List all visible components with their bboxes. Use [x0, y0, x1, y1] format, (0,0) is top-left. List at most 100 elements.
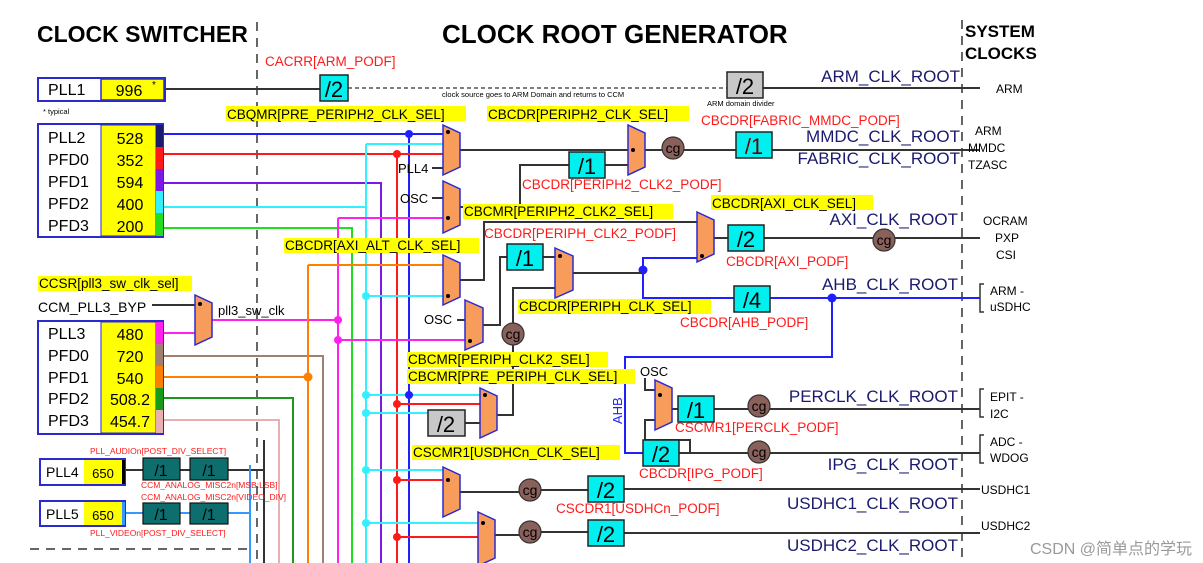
podf-periph2-clk2: CBCDR[PERIPH2_CLK2_PODF]: [522, 177, 722, 192]
fabric-mmdc-divider: /1: [745, 134, 763, 159]
cg-axi: cg: [877, 232, 892, 248]
cg-perclk: cg: [752, 398, 767, 414]
sel-axi: CBCDR[AXI_CLK_SEL]: [712, 196, 856, 211]
podf-usdhc: CSCDR1[USDHCn_PODF]: [556, 501, 720, 516]
usdhc1-divider: /2: [597, 478, 615, 503]
pll4-div2: /1: [202, 463, 215, 480]
periph2-mux: [627, 123, 646, 177]
pll2-pfd0-name: PFD0: [48, 152, 89, 169]
root-axi: AXI_CLK_ROOT: [830, 210, 959, 229]
root-ahb: AHB_CLK_ROOT: [822, 275, 958, 294]
sys-usdhc2: USDHC2: [981, 519, 1031, 533]
ahb-divider: /4: [743, 288, 761, 313]
pll5-block: CCM_ANALOG_MISC2n[VIDEO_DIV] PLL5 650 /1…: [39, 492, 286, 538]
pll3-name: PLL3: [48, 326, 85, 343]
pll3-pfd0-name: PFD0: [48, 348, 89, 365]
pll5-name: PLL5: [46, 506, 79, 522]
pll2-pfd0-value: 352: [117, 153, 144, 170]
heading-clock-switcher: CLOCK SWITCHER: [37, 21, 248, 47]
osc-input-label-1: OSC: [400, 191, 428, 206]
pll4-input-label: PLL4: [398, 161, 428, 176]
pll2-pfd1-value: 594: [117, 175, 144, 192]
pll4-reg-bottom: CCM_ANALOG_MISC2n[MSB:LSB]: [141, 480, 278, 490]
sel-periph2: CBCDR[PERIPH2_CLK_SEL]: [488, 107, 668, 122]
pll1-value: 996: [116, 83, 143, 100]
wires-pll4-pll5: [125, 440, 265, 563]
root-clock-labels: ARM_CLK_ROOT MMDC_CLK_ROOT FABRIC_CLK_RO…: [787, 67, 960, 555]
sys-mmdc-2: TZASC: [968, 158, 1008, 172]
root-usdhc1: USDHC1_CLK_ROOT: [787, 494, 958, 513]
sel-usdhc: CSCMR1[USDHCn_CLK_SEL]: [413, 445, 600, 460]
perclk-mux: [654, 378, 673, 432]
cg-ipg: cg: [752, 444, 767, 460]
sys-perclk-0: EPIT -: [990, 390, 1024, 404]
pll3-block: PLL3 480 PFD0 720 PFD1 540 PFD2 508.2 PF…: [37, 320, 164, 435]
sel-pre-periph2: CBQMR[PRE_PERIPH2_CLK_SEL]: [227, 107, 445, 122]
pll5-reg-top: CCM_ANALOG_MISC2n[VIDEO_DIV]: [141, 492, 286, 502]
pll1-name: PLL1: [48, 82, 85, 99]
sys-axi-2: CSI: [996, 248, 1016, 262]
cg-usdhc1: cg: [523, 482, 538, 498]
sys-usdhc1: USDHC1: [981, 483, 1031, 497]
pll2-name: PLL2: [48, 130, 85, 147]
podf-fabric-mmdc: CBCDR[FABRIC_MMDC_PODF]: [701, 113, 900, 128]
root-arm: ARM_CLK_ROOT: [821, 67, 960, 86]
wires-pll2: [163, 133, 480, 563]
pll3-value: 480: [117, 327, 144, 344]
pll3-pfd2-name: PFD2: [48, 391, 89, 408]
wires-pll3: [152, 217, 465, 563]
root-mmdc: MMDC_CLK_ROOT: [806, 127, 960, 146]
pll2-pfd2-value: 400: [117, 197, 144, 214]
sys-ahb-0: ARM -: [990, 284, 1024, 298]
ccsr-highlight: [38, 276, 192, 291]
arm-domain-note: clock source goes to ARM Domain and retu…: [442, 90, 624, 99]
pll4-div1: /1: [154, 463, 167, 480]
sel-periph2-clk2: CBCMR[PERIPH2_CLK2_SEL]: [464, 204, 653, 219]
heading-system: SYSTEM: [965, 22, 1035, 41]
sys-arm: ARM: [996, 82, 1023, 96]
root-perclk: PERCLK_CLK_ROOT: [789, 387, 958, 406]
pre-periph-mux: [479, 386, 498, 440]
clock-gates: cg cg cg cg cg cg cg: [501, 136, 896, 544]
osc-input-label-2: OSC: [424, 312, 452, 327]
heading-clock-root-generator: CLOCK ROOT GENERATOR: [442, 19, 788, 49]
pll5-div2: /1: [202, 507, 215, 524]
periph-mux: [554, 246, 574, 300]
periph2-clk2-divider: /1: [578, 154, 596, 179]
pll2-pfd1-name: PFD1: [48, 174, 89, 191]
root-ipg: IPG_CLK_ROOT: [828, 455, 958, 474]
pll4-value: 650: [92, 466, 114, 481]
pll5-div1: /1: [154, 507, 167, 524]
pll3-sw-clk-label: pll3_sw_clk: [218, 303, 285, 318]
heading-clocks: CLOCKS: [965, 44, 1037, 63]
sys-ipg-0: ADC -: [990, 435, 1023, 449]
pll3-pfd1-value: 540: [117, 371, 144, 388]
sys-ahb-1: uSDHC: [990, 300, 1031, 314]
sel-axi-alt: CBCDR[AXI_ALT_CLK_SEL]: [285, 238, 460, 253]
podf-axi: CBCDR[AXI_PODF]: [726, 254, 848, 269]
cg-mmdc: cg: [666, 140, 681, 156]
pll1-typical-mark: *: [152, 80, 156, 91]
cg-usdhc2: cg: [523, 524, 538, 540]
pll3-bypass-label: CCM_PLL3_BYP: [38, 299, 146, 315]
pll4-name: PLL4: [46, 464, 79, 480]
system-clock-labels: ARM ARM MMDC TZASC OCRAM PXP CSI ARM - u…: [968, 82, 1031, 533]
pll1-block: PLL1 996 * * typical: [37, 77, 166, 116]
pll5-reg-bottom: PLL_VIDEOn[POST_DIV_SELECT]: [90, 528, 226, 538]
pll5-value: 650: [92, 508, 114, 523]
arm-divider-note: ARM domain divider: [707, 99, 775, 108]
perclk-divider: /1: [687, 398, 705, 423]
podf-ipg: CBCDR[IPG_PODF]: [639, 466, 763, 481]
pll3-pfd2-value: 508.2: [110, 392, 150, 409]
ccsr-select-label: CCSR[pll3_sw_clk_sel]: [39, 276, 179, 291]
periph2-clk2-mux: [442, 179, 461, 235]
sys-mmdc-1: MMDC: [968, 141, 1006, 155]
periph-clk2-mux: [464, 298, 484, 352]
axi-alt-mux: [442, 253, 461, 307]
pll2-pfd2-name: PFD2: [48, 196, 89, 213]
podf-periph-clk2: CBCDR[PERIPH_CLK2_PODF]: [484, 226, 676, 241]
pll3-pfd1-name: PFD1: [48, 370, 89, 387]
root-fabric: FABRIC_CLK_ROOT: [798, 149, 961, 168]
cg-periph: cg: [506, 326, 521, 342]
osc-input-label-3: OSC: [640, 364, 668, 379]
